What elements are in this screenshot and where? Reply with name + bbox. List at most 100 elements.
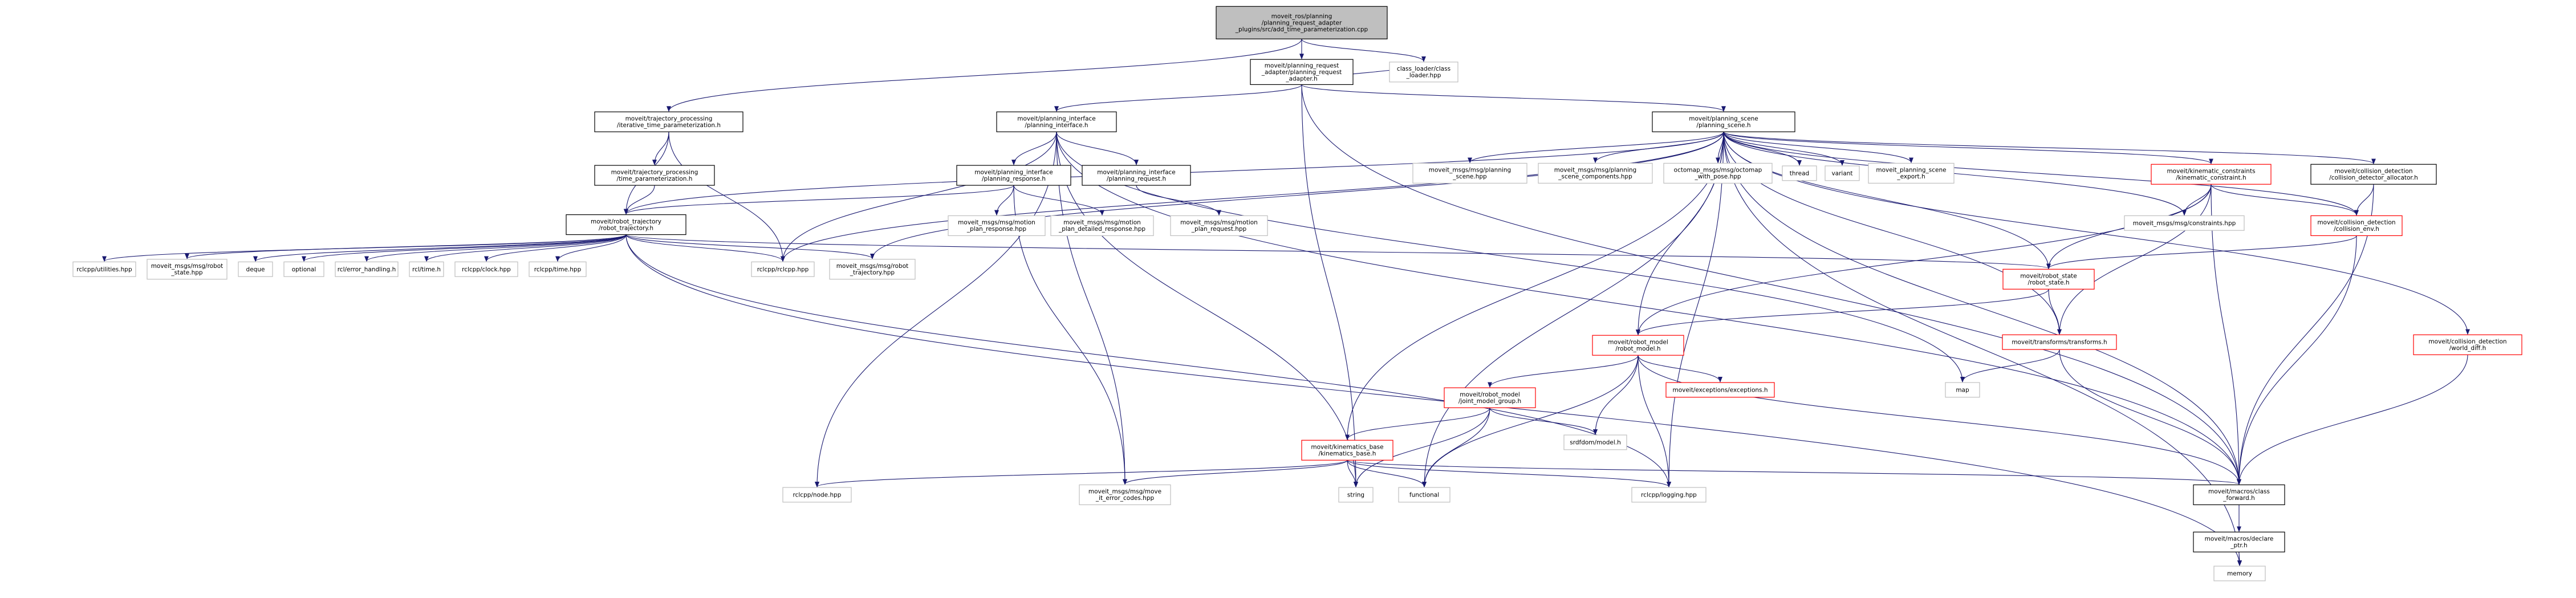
node-kc[interactable]: moveit/kinematic_constraints/kinematic_c… bbox=[2151, 164, 2272, 185]
node-label-line: octomap_msgs/msg/octomap bbox=[1674, 167, 1762, 174]
node-mrt: moveit_msgs/msg/robot_trajectory.hpp bbox=[829, 259, 916, 280]
node-label-line: moveit/robot_state bbox=[2020, 273, 2077, 280]
edge-rt-to-rclcpp bbox=[625, 234, 785, 262]
node-psexp: moveit_planning_scene_export.h bbox=[1868, 162, 1955, 184]
node-label-line: moveit_ros/planning bbox=[1271, 13, 1332, 20]
node-label-line: moveit_msgs/msg/constraints.hpp bbox=[2133, 220, 2236, 227]
node-preq[interactable]: moveit/planning_interface/planning_reque… bbox=[1082, 165, 1191, 186]
node-label-line: moveit_msgs/msg/robot bbox=[836, 263, 909, 270]
node-jmg[interactable]: moveit/robot_model/joint_model_group.h bbox=[1444, 387, 1536, 408]
edge-rm-to-jmg bbox=[1488, 355, 1639, 388]
edge-rm-to-functional bbox=[1422, 355, 1639, 488]
edge-decl-to-memory bbox=[2237, 552, 2242, 567]
node-label-line: moveit/trajectory_processing bbox=[625, 115, 713, 122]
node-label-line: functional bbox=[1409, 491, 1439, 498]
edge-rm-to-srdf bbox=[1593, 355, 1639, 436]
node-cda[interactable]: moveit/collision_detection/collision_det… bbox=[2310, 164, 2437, 185]
edge-cenv-to-rs bbox=[2046, 235, 2357, 270]
edge-kb-to-string bbox=[1347, 460, 1358, 488]
edge-kc-to-tf bbox=[2057, 184, 2212, 335]
node-label-line: moveit/kinematics_base bbox=[1311, 444, 1383, 451]
node-label-line: _adapter/planning_request bbox=[1261, 69, 1342, 76]
node-mpreq: moveit_msgs/msg/motion_plan_request.hpp bbox=[1170, 215, 1268, 237]
edge-kb-to-node bbox=[815, 459, 1348, 488]
node-errh: rcl/error_handling.h bbox=[335, 261, 399, 277]
node-pi[interactable]: moveit/planning_interface/planning_inter… bbox=[996, 111, 1117, 132]
node-kb[interactable]: moveit/kinematics_base/kinematics_base.h bbox=[1301, 440, 1393, 461]
node-label-line: _plan_response.hpp bbox=[966, 226, 1027, 233]
edge-tf-to-cf bbox=[2059, 349, 2241, 485]
edge-root-to-itp bbox=[667, 39, 1302, 112]
node-mconst: moveit_msgs/msg/constraints.hpp bbox=[2124, 215, 2245, 231]
node-label-line: /kinematic_constraint.h bbox=[2176, 174, 2246, 181]
edge-itp-to-tp bbox=[652, 132, 669, 166]
node-label-line: _with_pose.hpp bbox=[1694, 173, 1741, 180]
node-string: string bbox=[1338, 487, 1374, 503]
edge-ps-to-mrt bbox=[870, 132, 1724, 259]
node-tp[interactable]: moveit/trajectory_processing/time_parame… bbox=[594, 165, 715, 186]
node-decl[interactable]: moveit/macros/declare_ptr.h bbox=[2193, 531, 2285, 552]
node-label-line: /robot_model.h bbox=[1615, 345, 1660, 352]
node-label-line: moveit/macros/declare bbox=[2205, 536, 2274, 543]
node-label-line: _export.h bbox=[1896, 173, 1925, 180]
node-cf[interactable]: moveit/macros/class_forward.h bbox=[2193, 484, 2285, 506]
edge-jmg-to-functional bbox=[1422, 408, 1490, 488]
node-label-line: moveit_msgs/msg/motion bbox=[1063, 219, 1141, 226]
node-tf[interactable]: moveit/transforms/transforms.h bbox=[2002, 334, 2117, 350]
edge-kb-to-cf bbox=[1347, 459, 2241, 485]
edge-ps-to-mpsc bbox=[1593, 132, 1724, 164]
node-functional: functional bbox=[1398, 487, 1450, 503]
edge-rt-to-rcltime bbox=[424, 234, 627, 262]
node-label-line: class_loader/class bbox=[1397, 66, 1450, 72]
node-root[interactable]: moveit_ros/planning/planning_request_ada… bbox=[1216, 6, 1388, 39]
edge-rt-to-rs bbox=[625, 234, 2051, 270]
node-label-line: rclcpp/time.hpp bbox=[534, 266, 582, 273]
node-presp[interactable]: moveit/planning_interface/planning_respo… bbox=[956, 165, 1071, 186]
edge-kc-to-rm bbox=[1636, 184, 2212, 336]
node-pra[interactable]: moveit/planning_request_adapter/planning… bbox=[1250, 59, 1354, 85]
node-label-line: /robot_state.h bbox=[2028, 279, 2069, 286]
edge-kc-to-cf bbox=[2211, 184, 2241, 485]
node-label-line: _trajectory.hpp bbox=[850, 270, 895, 276]
edge-rt-to-deque bbox=[253, 234, 627, 262]
node-exc[interactable]: moveit/exceptions/exceptions.h bbox=[1665, 382, 1775, 398]
node-label-line: _ptr.h bbox=[2230, 542, 2247, 549]
node-label-line: moveit/robot_model bbox=[1460, 391, 1520, 398]
node-variant: variant bbox=[1825, 165, 1860, 181]
edge-kc-to-mconst bbox=[2182, 184, 2212, 216]
node-label-line: rclcpp/rclcpp.hpp bbox=[757, 266, 809, 273]
node-label-line: _plan_detailed_response.hpp bbox=[1058, 226, 1145, 233]
edge-rt-to-rtime bbox=[555, 234, 627, 262]
node-label-line: moveit_msgs/msg/planning bbox=[1554, 167, 1636, 174]
node-label-line: moveit_msgs/msg/motion bbox=[1180, 219, 1258, 226]
node-mpr: moveit_msgs/msg/motion_plan_response.hpp bbox=[948, 215, 1046, 237]
node-label-line: moveit/transforms/transforms.h bbox=[2012, 339, 2107, 346]
node-label-line: /collision_detector_allocator.h bbox=[2329, 174, 2418, 181]
node-mpsc: moveit_msgs/msg/planning_scene_component… bbox=[1538, 162, 1653, 184]
edge-rm-to-exc bbox=[1638, 355, 1722, 383]
node-label-line: memory bbox=[2227, 570, 2252, 577]
node-itp[interactable]: moveit/trajectory_processing/iterative_t… bbox=[594, 111, 743, 132]
node-label-line: /planning_scene.h bbox=[1696, 122, 1750, 129]
node-label-line: string bbox=[1347, 491, 1364, 498]
node-ps[interactable]: moveit/planning_scene/planning_scene.h bbox=[1652, 111, 1795, 132]
node-cdwd[interactable]: moveit/collision_detection/world_diff.h bbox=[2413, 334, 2522, 355]
node-label-line: moveit/collision_detection bbox=[2428, 339, 2506, 345]
edge-presp-to-mpr bbox=[994, 185, 1014, 216]
node-optional: optional bbox=[283, 261, 324, 277]
node-label-line: _plan_request.hpp bbox=[1191, 226, 1247, 233]
node-rt[interactable]: moveit/robot_trajectory/robot_trajectory… bbox=[566, 214, 686, 235]
edge-ps-to-functional bbox=[1422, 132, 1724, 488]
node-cenv[interactable]: moveit/collision_detection/collision_env… bbox=[2310, 215, 2403, 237]
node-logging: rclcpp/logging.hpp bbox=[1631, 487, 1707, 503]
edge-pi-to-rclcpp bbox=[781, 132, 1057, 262]
edge-rm-to-logging bbox=[1638, 355, 1671, 488]
node-label-line: map bbox=[1956, 387, 1969, 393]
edge-ps-to-thread bbox=[1723, 132, 1802, 166]
node-rm[interactable]: moveit/robot_model/robot_model.h bbox=[1592, 335, 1684, 356]
node-label-line: /robot_trajectory.h bbox=[599, 225, 653, 231]
edge-tf-to-map bbox=[1960, 349, 2060, 383]
node-label-line: variant bbox=[1831, 170, 1852, 177]
node-label-line: /time_parameterization.h bbox=[617, 176, 693, 182]
node-rs[interactable]: moveit/robot_state/robot_state.h bbox=[2002, 269, 2095, 290]
